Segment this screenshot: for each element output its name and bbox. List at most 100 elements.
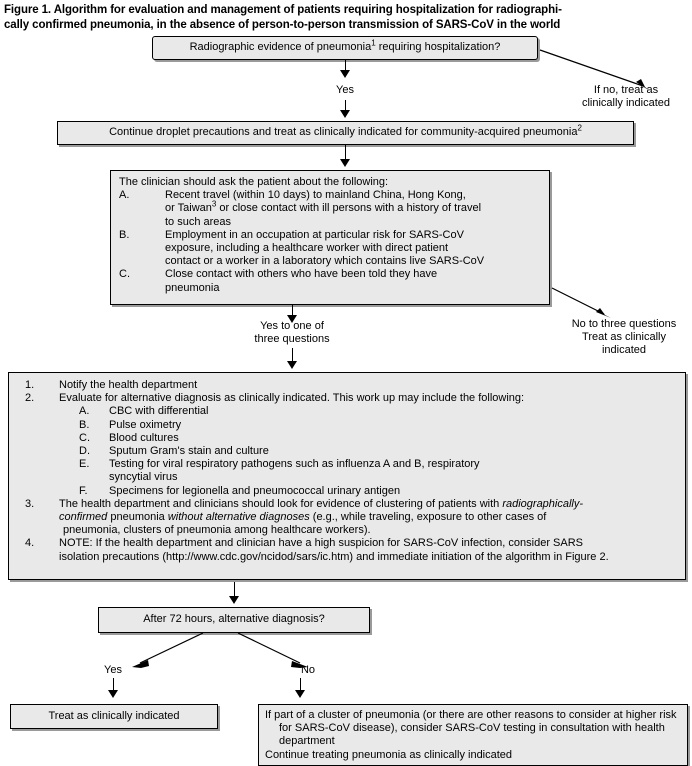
edge-arrowhead-yes-three-b — [287, 361, 297, 369]
edge-line-yes-three-a — [292, 305, 293, 318]
node-radiographic-evidence-text-tail: requiring hospitalization? — [375, 41, 501, 53]
clinician-question-text-a: Recent travel (within 10 days) to mainla… — [165, 189, 541, 229]
workup-item-3: 3. The health department and clinicians … — [17, 498, 677, 538]
node-droplet-precautions-text-main: Continue droplet precautions and treat a… — [109, 126, 578, 138]
edge-line-yes-top-a — [345, 60, 346, 73]
workup-subtext-e-line1: Testing for viral respiratory pathogens … — [109, 458, 480, 471]
clinician-questions-heading: The clinician should ask the patient abo… — [119, 176, 389, 188]
edge-label-if-no: If no, treat as clinically indicated — [581, 84, 671, 109]
clinician-question-item-c: C. Close contact with others who have be… — [119, 268, 541, 294]
edge-label-no-bottom: No — [300, 664, 316, 676]
edge-label-no-three-questions: No to three questions Treat as clinicall… — [571, 318, 677, 356]
edge-arrowhead-yes-top-b — [340, 110, 350, 118]
clinician-question-a-line1: Recent travel (within 10 days) to mainla… — [165, 189, 466, 202]
figure-title-line1: Figure 1. Algorithm for evaluation and m… — [4, 4, 562, 16]
edge-arrowhead-to-72h — [229, 596, 239, 604]
workup-submarker-d: D. — [79, 445, 90, 458]
workup-subtext-e-line2: syncytial virus — [109, 471, 178, 484]
workup-text-3-line3: pneumonia, clusters of pneumonia among h… — [63, 524, 371, 537]
workup-text-4-line2: isolation precautions (http://www.cdc.go… — [59, 550, 609, 563]
figure-title-line2: cally confirmed pneumonia, in the absenc… — [4, 18, 561, 31]
workup-text-3-line1: The health department and clinicians sho… — [59, 498, 677, 511]
edge-arrowhead-to-cluster — [295, 690, 305, 698]
footnote-marker-2: 2 — [577, 123, 582, 133]
workup-text-4-line1: NOTE: If the health department and clini… — [59, 537, 583, 550]
clinician-question-a-line2-pre: or Taiwan — [165, 202, 212, 215]
edge-arrowhead-yes-top-a — [340, 70, 350, 78]
footnote-marker-1: 1 — [371, 38, 376, 48]
workup-text-3: The health department and clinicians sho… — [59, 498, 677, 538]
edge-yes-bottom-arrow — [132, 632, 204, 668]
node-radiographic-evidence-text: Radiographic evidence of pneumonia1 requ… — [153, 37, 537, 57]
workup-subtext-d: Sputum Gram's stain and culture — [109, 445, 269, 458]
node-clinician-questions-body: The clinician should ask the patient abo… — [111, 171, 549, 300]
edge-label-yes-top: Yes — [336, 84, 354, 96]
workup-subtext-b: Pulse oximetry — [109, 418, 182, 431]
workup-submarker-f: F. — [79, 484, 88, 497]
cluster-guidance-line4: Continue treating pneumonia as clinicall… — [265, 748, 513, 761]
clinician-question-a-line2-post: or close contact with ill persons with a… — [216, 202, 482, 215]
edge-label-yes-bottom: Yes — [104, 664, 122, 676]
edge-arrowhead-to-treat — [108, 690, 118, 698]
edge-no-three-questions-arrow — [551, 287, 611, 318]
edge-line-to-cluster — [300, 678, 301, 692]
edge-line-to-72h — [234, 582, 235, 598]
node-radiographic-evidence-text-main: Radiographic evidence of pneumonia — [189, 41, 372, 53]
workup-subitem-c: C. Blood cultures — [17, 432, 677, 445]
figure-title: Figure 1. Algorithm for evaluation and m… — [4, 3, 690, 32]
workup-3-em3: without alternative diagnoses — [167, 511, 310, 524]
workup-3-em2: confirmed — [59, 511, 108, 524]
edge-line-yes-three-b — [292, 348, 293, 364]
clinician-question-item-a: A. Recent travel (within 10 days) to mai… — [119, 189, 541, 229]
node-after-72-hours: After 72 hours, alternative diagnosis? — [98, 607, 370, 633]
workup-3-em1: radiographically- — [502, 497, 584, 510]
clinician-question-a-line3: to such areas — [165, 215, 232, 228]
workup-3-seg1: The health department and clinicians sho… — [59, 497, 503, 510]
edge-no-bottom-arrow — [237, 632, 308, 668]
node-workup: 1. Notify the health department 2. Evalu… — [8, 372, 686, 580]
clinician-question-c-line1: Close contact with others who have been … — [165, 268, 438, 281]
cluster-guidance-para1: If part of a cluster of pneumonia (or th… — [265, 709, 681, 749]
edge-arrowhead-yes-three-a — [287, 315, 297, 323]
clinician-question-b-line1: Employment in an occupation at particula… — [165, 228, 464, 241]
node-workup-body: 1. Notify the health department 2. Evalu… — [9, 373, 685, 570]
workup-3-seg2: pneumonia — [107, 511, 168, 524]
clinician-question-b-line3: contact or a worker in a laboratory whic… — [165, 255, 485, 268]
edge-line-to-clinician — [345, 145, 346, 162]
workup-subtext-f: Specimens for legionella and pneumococca… — [109, 484, 401, 497]
workup-marker-3: 3. — [25, 497, 35, 510]
clinician-question-text-c: Close contact with others who have been … — [165, 268, 541, 294]
edge-if-no-arrow — [539, 49, 650, 91]
node-treat-clinically: Treat as clinically indicated — [10, 704, 218, 729]
clinician-question-marker-b: B. — [119, 228, 130, 241]
clinician-question-item-b: B. Employment in an occupation at partic… — [119, 229, 541, 269]
workup-subtext-e: Testing for viral respiratory pathogens … — [109, 458, 677, 484]
workup-subitem-b: B. Pulse oximetry — [17, 419, 677, 432]
clinician-question-b-line2: exposure, including a healthcare worker … — [165, 242, 449, 255]
cluster-guidance-line2: consider at higher risk for SARS-CoV dis… — [279, 709, 677, 735]
cluster-guidance-line1: If part of a cluster of pneumonia (or th… — [265, 709, 566, 721]
clinician-question-marker-c: C. — [119, 268, 130, 281]
workup-text-2: Evaluate for alternative diagnosis as cl… — [59, 392, 525, 405]
workup-marker-1: 1. — [25, 379, 35, 391]
clinician-question-c-line2: pneumonia — [165, 281, 220, 294]
footnote-marker-3: 3 — [211, 199, 217, 209]
clinician-question-a-line2: or Taiwan3 or close contact with ill per… — [165, 199, 541, 215]
workup-subitem-e: E. Testing for viral respiratory pathoge… — [17, 458, 677, 484]
node-droplet-precautions: Continue droplet precautions and treat a… — [57, 121, 634, 145]
node-cluster-guidance: If part of a cluster of pneumonia (or th… — [258, 704, 688, 766]
workup-subtext-a: CBC with differential — [109, 405, 209, 418]
node-after-72-hours-text: After 72 hours, alternative diagnosis? — [143, 613, 325, 625]
clinician-question-text-b: Employment in an occupation at particula… — [165, 229, 541, 269]
cluster-guidance-line3: testing in consultation with health depa… — [279, 722, 665, 748]
workup-marker-4: 4. — [25, 537, 35, 550]
node-clinician-questions: The clinician should ask the patient abo… — [110, 170, 550, 305]
workup-item-2: 2. Evaluate for alternative diagnosis as… — [17, 392, 677, 405]
workup-subitem-f: F. Specimens for legionella and pneumoco… — [17, 485, 677, 498]
workup-submarker-c: C. — [79, 431, 90, 444]
clinician-question-marker-a: A. — [119, 189, 130, 202]
node-radiographic-evidence: Radiographic evidence of pneumonia1 requ… — [152, 36, 538, 60]
workup-submarker-e: E. — [79, 458, 90, 471]
workup-item-4: 4. NOTE: If the health department and cl… — [17, 537, 677, 563]
